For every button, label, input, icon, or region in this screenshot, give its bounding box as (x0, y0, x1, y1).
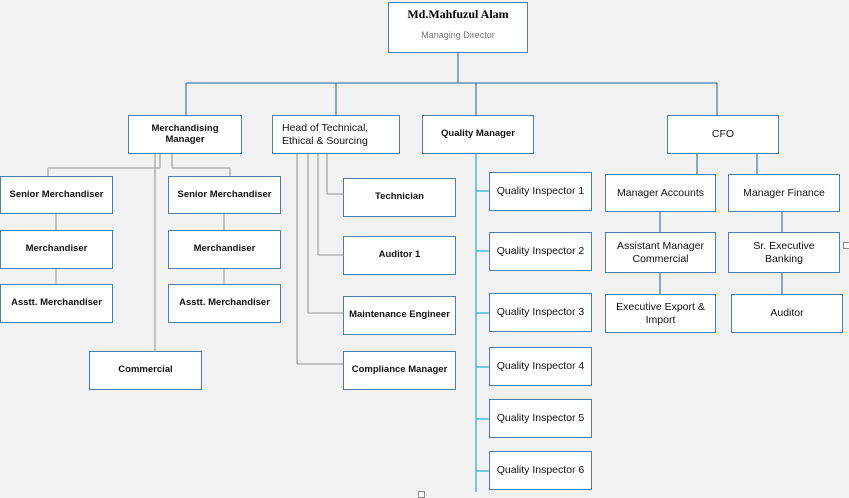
senior-merchandiser-box[interactable]: Senior Merchandiser (0, 176, 113, 214)
technician-box[interactable]: Technician (343, 178, 456, 217)
quality-inspector-box[interactable]: Quality Inspector 5 (489, 399, 592, 438)
senior-merchandiser-box[interactable]: Senior Merchandiser (168, 176, 281, 214)
merchandiser-box[interactable]: Merchandiser (0, 230, 113, 269)
assistant-manager-commercial-box[interactable]: Assistant Manager Commercial (605, 232, 716, 273)
asstt-merchandiser-box[interactable]: Asstt. Merchandiser (0, 284, 113, 323)
quality-inspector-box[interactable]: Quality Inspector 4 (489, 347, 592, 386)
auditor-1-box[interactable]: Auditor 1 (343, 236, 456, 275)
quality-inspector-box[interactable]: Quality Inspector 2 (489, 232, 592, 271)
cfo-box[interactable]: CFO (667, 115, 779, 154)
quality-inspector-box[interactable]: Quality Inspector 3 (489, 293, 592, 332)
merchandiser-box[interactable]: Merchandiser (168, 230, 281, 269)
quality-inspector-box[interactable]: Quality Inspector 1 (489, 172, 592, 211)
md-name: Md.Mahfuzul Alam (407, 7, 509, 21)
managing-director-box[interactable]: Md.Mahfuzul Alam Managing Director (388, 2, 528, 53)
asstt-merchandiser-box[interactable]: Asstt. Merchandiser (168, 284, 281, 323)
merchandising-manager-box[interactable]: Merchandising Manager (128, 115, 242, 154)
quality-inspector-box[interactable]: Quality Inspector 6 (489, 451, 592, 490)
maintenance-engineer-box[interactable]: Maintenance Engineer (343, 296, 456, 335)
quality-manager-box[interactable]: Quality Manager (422, 115, 534, 154)
auditor-box[interactable]: Auditor (731, 294, 843, 333)
resize-handle-right[interactable] (843, 242, 849, 249)
manager-finance-box[interactable]: Manager Finance (728, 174, 840, 212)
commercial-box[interactable]: Commercial (89, 351, 202, 390)
manager-accounts-box[interactable]: Manager Accounts (605, 174, 716, 212)
md-title: Managing Director (421, 29, 495, 40)
compliance-manager-box[interactable]: Compliance Manager (343, 351, 456, 390)
executive-export-import-box[interactable]: Executive Export & Import (605, 294, 716, 333)
sr-executive-banking-box[interactable]: Sr. Executive Banking (728, 232, 840, 273)
head-technical-box[interactable]: Head of Technical, Ethical & Sourcing (272, 115, 400, 154)
